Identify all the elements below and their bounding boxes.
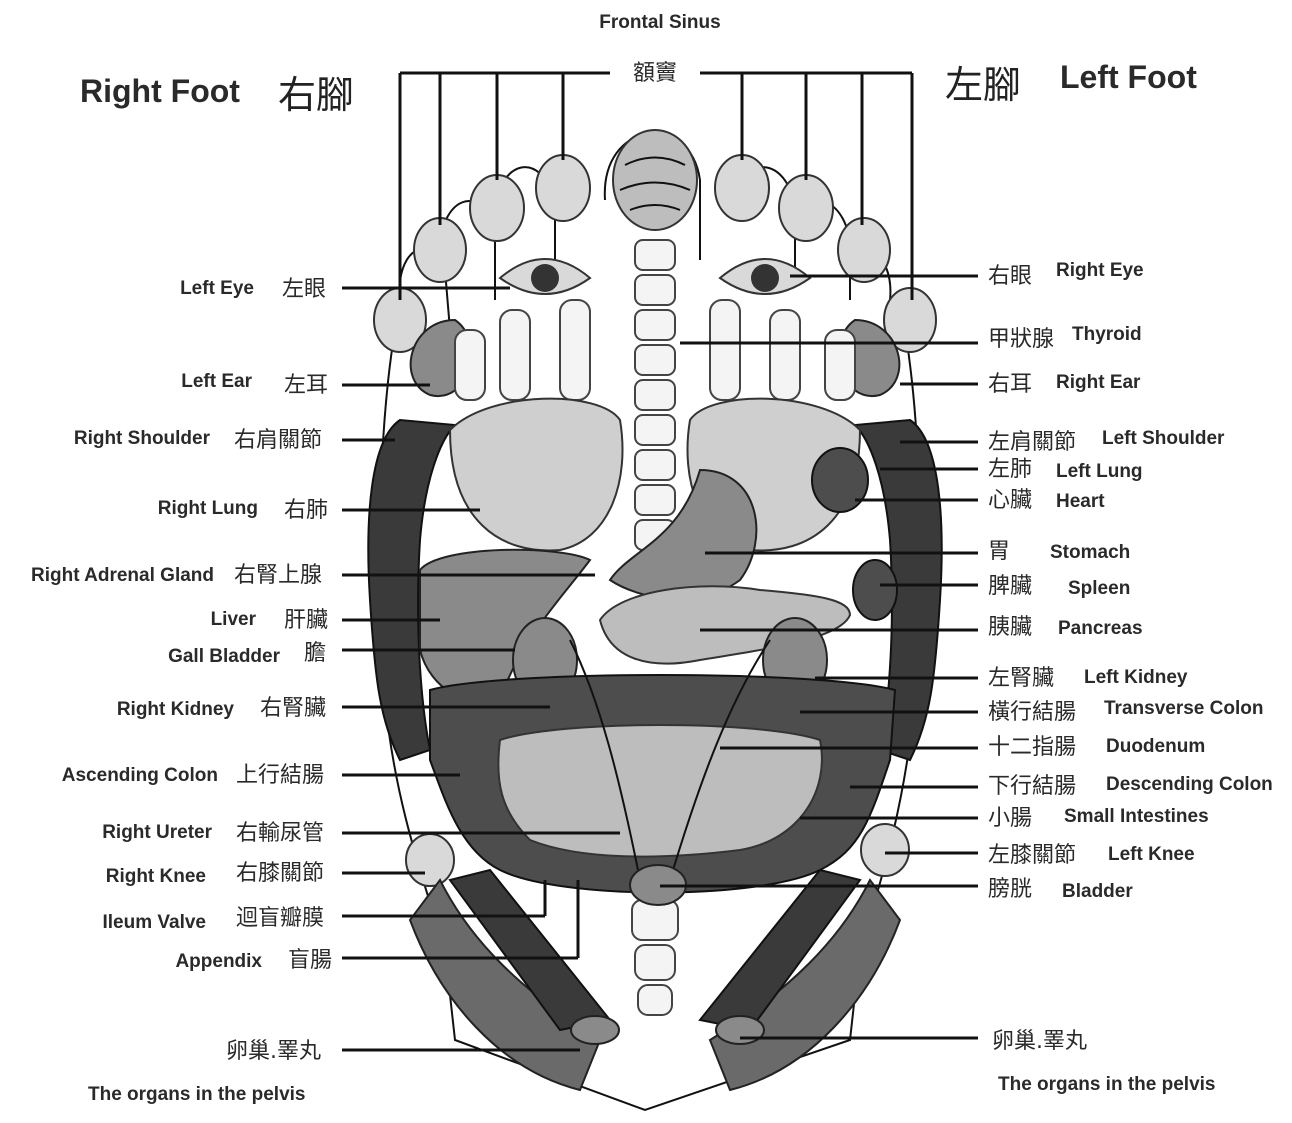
svg-text:左眼: 左眼 xyxy=(282,277,326,302)
svg-text:Appendix: Appendix xyxy=(175,951,262,972)
svg-text:十二指腸: 十二指腸 xyxy=(988,735,1076,760)
head-icon xyxy=(838,218,890,282)
label-right-lung: Right Lung 右肺 xyxy=(158,498,480,523)
left-knee xyxy=(861,824,909,876)
svg-text:Bladder: Bladder xyxy=(1062,881,1133,902)
svg-text:Right Adrenal Gland: Right Adrenal Gland xyxy=(31,565,214,586)
svg-text:Right Kidney: Right Kidney xyxy=(117,699,235,720)
label-descending-colon: 下行結腸 Descending Colon xyxy=(850,774,1273,799)
svg-text:橫行結腸: 橫行結腸 xyxy=(988,700,1076,725)
svg-text:Right Knee: Right Knee xyxy=(106,866,206,887)
right-foot-title-zh: 右腳 xyxy=(278,73,354,117)
svg-text:Liver: Liver xyxy=(211,609,257,630)
label-ascending-colon: Ascending Colon 上行結腸 xyxy=(62,763,460,788)
svg-text:Spleen: Spleen xyxy=(1068,578,1130,599)
right-lung xyxy=(450,399,623,551)
svg-text:胰臟: 胰臟 xyxy=(988,615,1032,640)
left-foot-title: Left Foot xyxy=(1060,59,1197,95)
right-foot-title: Right Foot xyxy=(80,73,240,109)
svg-text:Gall Bladder: Gall Bladder xyxy=(168,646,281,667)
svg-text:Left Lung: Left Lung xyxy=(1056,461,1143,482)
svg-text:脾臟: 脾臟 xyxy=(988,574,1032,599)
svg-text:左膝關節: 左膝關節 xyxy=(988,843,1076,868)
svg-text:Transverse Colon: Transverse Colon xyxy=(1104,698,1263,719)
svg-text:Pancreas: Pancreas xyxy=(1058,618,1143,639)
svg-text:左腎臟: 左腎臟 xyxy=(988,666,1054,691)
svg-text:右眼: 右眼 xyxy=(988,264,1032,289)
svg-text:卵巢.睪丸: 卵巢.睪丸 xyxy=(992,1029,1087,1054)
label-right-knee: Right Knee 右膝關節 xyxy=(106,861,425,887)
svg-text:Thyroid: Thyroid xyxy=(1072,324,1142,345)
svg-text:右腎上腺: 右腎上腺 xyxy=(234,563,322,588)
svg-text:肝臟: 肝臟 xyxy=(284,608,328,633)
small-intestines xyxy=(498,725,822,857)
svg-text:小腸: 小腸 xyxy=(988,806,1032,831)
svg-text:Right Lung: Right Lung xyxy=(158,498,258,519)
head-icon xyxy=(715,155,769,221)
svg-text:左肺: 左肺 xyxy=(988,457,1032,482)
heart-icon xyxy=(812,448,868,512)
brain-icon xyxy=(613,130,697,230)
svg-text:Small Intestines: Small Intestines xyxy=(1064,806,1209,827)
svg-text:右肺: 右肺 xyxy=(284,498,328,523)
left-foot-title-zh: 左腳 xyxy=(945,63,1021,107)
svg-text:右耳: 右耳 xyxy=(988,372,1032,397)
svg-text:Right Ureter: Right Ureter xyxy=(102,822,212,843)
head-icon xyxy=(470,175,524,241)
head-icon xyxy=(414,218,466,282)
svg-text:右輸尿管: 右輸尿管 xyxy=(236,821,324,846)
svg-text:甲狀腺: 甲狀腺 xyxy=(988,327,1054,352)
svg-text:Left Knee: Left Knee xyxy=(1108,844,1195,865)
frontal-sinus-label: Frontal Sinus xyxy=(599,12,720,33)
svg-text:卵巢.睪丸: 卵巢.睪丸 xyxy=(226,1039,321,1064)
svg-text:心臟: 心臟 xyxy=(988,488,1032,513)
svg-text:Left Kidney: Left Kidney xyxy=(1084,667,1188,688)
svg-text:左耳: 左耳 xyxy=(284,373,328,398)
label-right-ear: 右耳 Right Ear xyxy=(900,372,1141,397)
right-label-list: 右眼 Right Eye 甲狀腺 Thyroid 右耳 Right Ear 左肩… xyxy=(660,260,1273,1054)
svg-text:Left Shoulder: Left Shoulder xyxy=(1102,428,1225,449)
svg-text:左肩關節: 左肩關節 xyxy=(988,430,1076,455)
svg-text:Ileum Valve: Ileum Valve xyxy=(102,912,206,933)
label-left-ear: Left Ear 左耳 xyxy=(181,371,430,398)
ovary-testis xyxy=(571,1016,619,1044)
right-knee xyxy=(406,834,454,886)
svg-text:Right Shoulder: Right Shoulder xyxy=(74,428,211,449)
svg-text:胃: 胃 xyxy=(988,539,1010,564)
svg-text:Descending Colon: Descending Colon xyxy=(1106,774,1273,795)
label-left-shoulder: 左肩關節 Left Shoulder xyxy=(900,428,1225,455)
sinus-zh-label: 額竇 xyxy=(633,61,677,86)
svg-text:Right Eye: Right Eye xyxy=(1056,260,1144,281)
svg-text:右肩關節: 右肩關節 xyxy=(234,428,322,453)
svg-text:Ascending Colon: Ascending Colon xyxy=(62,765,218,786)
spleen xyxy=(853,560,897,620)
svg-text:Heart: Heart xyxy=(1056,491,1105,512)
head-icon xyxy=(536,155,590,221)
label-left-eye: Left Eye 左眼 xyxy=(180,277,510,302)
stomach xyxy=(610,470,756,599)
svg-text:盲腸: 盲腸 xyxy=(288,948,332,973)
svg-text:Duodenum: Duodenum xyxy=(1106,736,1205,757)
svg-text:膽: 膽 xyxy=(304,641,326,666)
label-left-knee: 左膝關節 Left Knee xyxy=(885,843,1195,868)
label-right-shoulder: Right Shoulder 右肩關節 xyxy=(74,428,395,453)
pelvis-caption-right: The organs in the pelvis xyxy=(998,1074,1216,1095)
head-icon xyxy=(779,175,833,241)
svg-text:Stomach: Stomach xyxy=(1050,542,1130,563)
svg-text:右腎臟: 右腎臟 xyxy=(260,696,326,721)
pelvis-caption-left: The organs in the pelvis xyxy=(88,1084,306,1105)
ovary-testis xyxy=(716,1016,764,1044)
svg-text:下行結腸: 下行結腸 xyxy=(988,774,1076,799)
svg-text:Left Eye: Left Eye xyxy=(180,278,254,299)
svg-text:上行結腸: 上行結腸 xyxy=(236,763,324,788)
svg-text:Left Ear: Left Ear xyxy=(181,371,252,392)
svg-text:Right Ear: Right Ear xyxy=(1056,372,1141,393)
svg-text:迴盲瓣膜: 迴盲瓣膜 xyxy=(236,906,324,931)
svg-text:右膝關節: 右膝關節 xyxy=(236,861,324,886)
svg-text:膀胱: 膀胱 xyxy=(988,877,1032,902)
